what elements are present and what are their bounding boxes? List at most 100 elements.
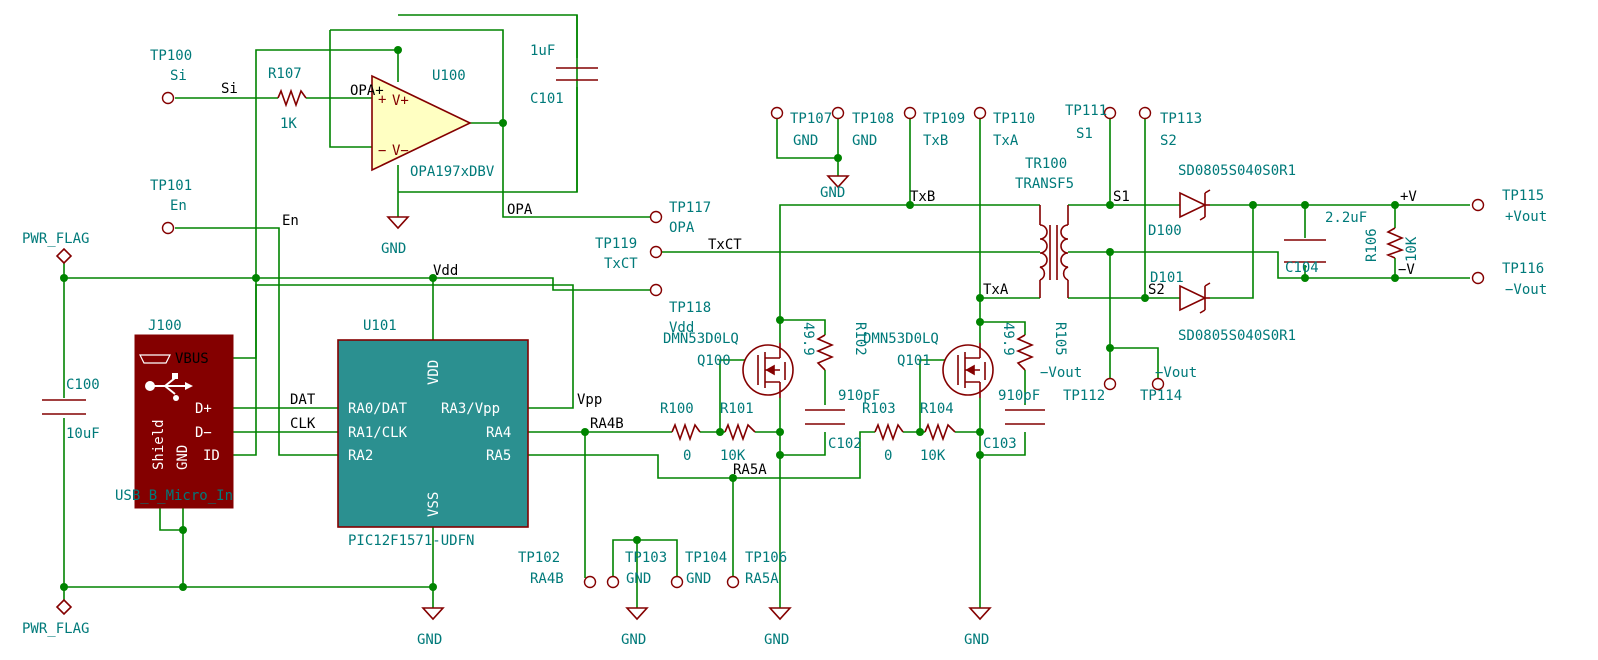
diode-d101 [1179,282,1211,314]
label-pwr-flag-top: PWR_FLAG [22,231,89,247]
net-vpp: Vpp [577,392,602,408]
net-s2: S2 [1148,282,1165,298]
label-r102-value: 49.9 [800,322,816,356]
resistor-r104 [924,422,956,442]
label-gnd-tp: GND [621,632,646,648]
label-j100: J100 [148,318,182,334]
label-gnd-q100: GND [764,632,789,648]
capacitor-c100 [42,399,86,415]
label-u101: U101 [363,318,397,334]
label-tp110-net: TxA [993,133,1019,149]
label-q100: Q100 [697,353,731,369]
label-r101-value: 10K [720,448,746,464]
label-d101: D101 [1150,270,1184,286]
label-d100-part: SD0805S040S0R1 [1178,163,1296,179]
mosfet-q101 [942,343,994,398]
label-c100: C100 [66,377,100,393]
label-tp108: TP108 [852,111,894,127]
label-tp116-net: −Vout [1505,282,1547,298]
opamp-u100: + − V+ V− [371,74,472,172]
resistor-r103 [874,422,904,442]
label-tp113: TP113 [1160,111,1202,127]
label-r103-value: 0 [884,448,892,464]
capacitor-c101 [556,67,598,81]
pin-ra2: RA2 [348,448,373,464]
net-ra4b: RA4B [590,416,624,432]
resistor-r102 [815,334,835,371]
label-tp115-net: +Vout [1505,209,1547,225]
label-tp115: TP115 [1502,188,1544,204]
label-r107-value: 1K [280,116,297,132]
capacitor-c102 [805,409,845,425]
label-tp103-net: GND [626,571,651,587]
label-u100: U100 [432,68,466,84]
label-tp112: TP112 [1063,388,1105,404]
label-r104: R104 [920,401,954,417]
label-tp111: TP111 [1065,103,1107,119]
label-q100-part: DMN53D0LQ [663,331,739,347]
label-tp118: TP118 [669,300,711,316]
label-tp111-net: S1 [1076,126,1093,142]
pin-id: ID [203,448,220,464]
label-usb-part: USB_B_Micro_In [115,488,233,504]
label-d100: D100 [1148,223,1182,239]
label-gnd-pic: GND [417,632,442,648]
pin-gnd-j100: GND [175,445,191,470]
resistor-r107 [277,88,307,108]
mosfet-q100 [742,343,794,398]
label-tp106: TP106 [745,550,787,566]
pin-ra1: RA1/CLK [348,425,408,441]
net-txct: TxCT [708,237,742,253]
label-tp110: TP110 [993,111,1035,127]
pin-ra4: RA4 [486,425,511,441]
resistor-r100 [671,422,701,442]
net-txb: TxB [910,189,935,205]
label-d101-part: SD0805S040S0R1 [1178,328,1296,344]
label-c101: C101 [530,91,564,107]
wires [63,14,1470,608]
label-tp114: TP114 [1140,388,1182,404]
label-tp102: TP102 [518,550,560,566]
label-tp104: TP104 [685,550,727,566]
label-r105-value: 49.9 [1000,322,1016,356]
diode-d100 [1179,189,1211,221]
capacitor-c103 [1005,409,1045,425]
label-r100-value: 0 [683,448,691,464]
label-tp103: TP103 [625,550,667,566]
label-tp117: TP117 [669,200,711,216]
usb-connector-j100 [134,334,234,509]
label-c100-value: 10uF [66,426,100,442]
label-pwr-flag-bottom: PWR_FLAG [22,621,89,637]
label-opa197: OPA197xDBV [410,164,495,180]
label-r103: R103 [862,401,896,417]
label-tp109: TP109 [923,111,965,127]
label-tr100: TR100 [1025,156,1067,172]
net-dat: DAT [290,392,316,408]
labels: TP100 Si R107 1K Si OPA+ U100 OPA197xDBV… [22,43,1547,648]
label-tp104-net: GND [686,571,711,587]
label-gnd-tp107: GND [820,185,845,201]
label-pic-part: PIC12F1571-UDFN [348,533,474,549]
label-c102: C102 [828,436,862,452]
resistor-r105 [1015,334,1035,371]
label-c103: C103 [983,436,1017,452]
label-r105: R105 [1052,322,1068,356]
label-tp116: TP116 [1502,261,1544,277]
label-c104-value: 2.2uF [1325,210,1367,226]
pin-vdd: VDD [426,360,442,385]
label-tp101: TP101 [150,178,192,194]
pin-ra5: RA5 [486,448,511,464]
test-points [161,91,1485,589]
label-r102: R102 [852,322,868,356]
label-tp113-net: S2 [1160,133,1177,149]
label-r106-value: 10K [1404,236,1420,262]
label-r101: R101 [720,401,754,417]
net-si: Si [221,81,238,97]
pin-vss: VSS [426,492,442,517]
label-tp119-net: TxCT [604,256,638,272]
label-tp102-net: RA4B [530,571,564,587]
label-tp109-net: TxB [923,133,948,149]
pin-vbus: VBUS [175,351,209,367]
label-c104: C104 [1285,260,1319,276]
net-opa: OPA [507,202,533,218]
